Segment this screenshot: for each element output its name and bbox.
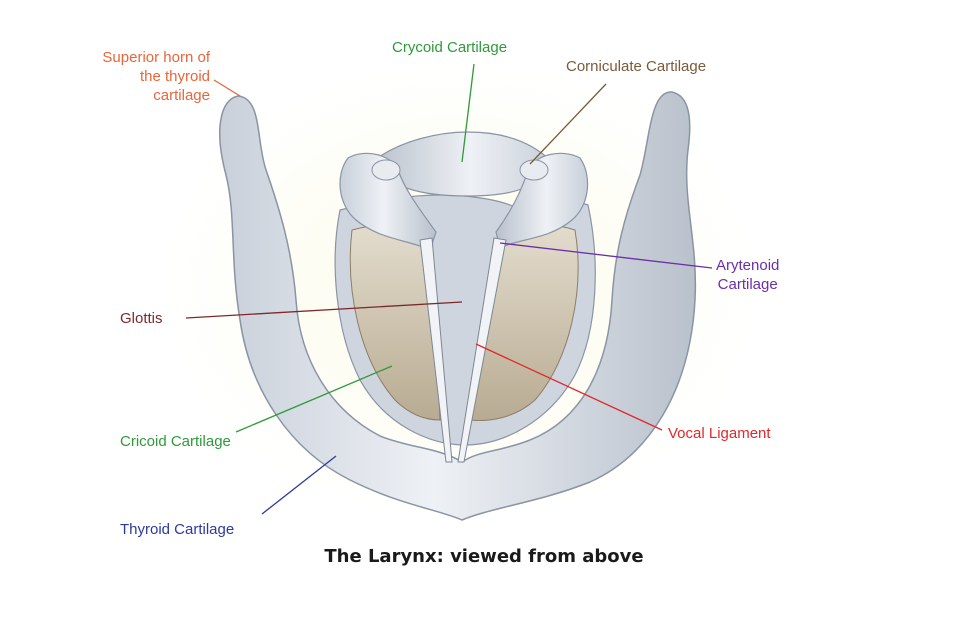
label-corniculate-cartilage: Corniculate Cartilage: [566, 58, 707, 75]
label-superior-horn-line-1: Superior horn of: [102, 49, 210, 66]
label-arytenoid-line-2: Cartilage: [717, 276, 778, 293]
corniculate-left: [371, 159, 401, 181]
leader-cricoid: [235, 365, 393, 433]
leader-vocal-ligament: [475, 343, 663, 431]
label-vocal-ligament: Vocal Ligament: [668, 425, 771, 442]
label-thyroid-cartilage: Thyroid Cartilage: [120, 521, 235, 538]
leader-arytenoid: [499, 242, 713, 269]
label-superior-horn-line-2: the thyroid: [139, 68, 210, 85]
leader-glottis: [185, 301, 463, 319]
corniculate-right: [519, 159, 549, 181]
label-cricoid-cartilage: Cricoid Cartilage: [120, 433, 231, 450]
leader-corniculate: [529, 83, 607, 165]
label-arytenoid-cartilage: Arytenoid Cartilage: [716, 256, 779, 294]
leader-thyroid: [261, 455, 337, 515]
label-glottis: Glottis: [120, 310, 163, 327]
figure-caption: The Larynx: viewed from above: [324, 546, 644, 567]
label-crycoid-cartilage: Crycoid Cartilage: [392, 39, 508, 56]
vocal-ligament-right: [457, 237, 507, 463]
label-arytenoid-line-1: Arytenoid: [716, 257, 780, 274]
vocal-ligament-left: [419, 237, 453, 463]
label-superior-horn: Superior horn of the thyroid cartilage: [62, 48, 210, 105]
label-superior-horn-line-3: cartilage: [153, 87, 210, 104]
leader-crycoid: [461, 63, 475, 163]
thyroid-cartilage-shape: [219, 91, 697, 521]
leader-superior-horn: [213, 79, 241, 97]
